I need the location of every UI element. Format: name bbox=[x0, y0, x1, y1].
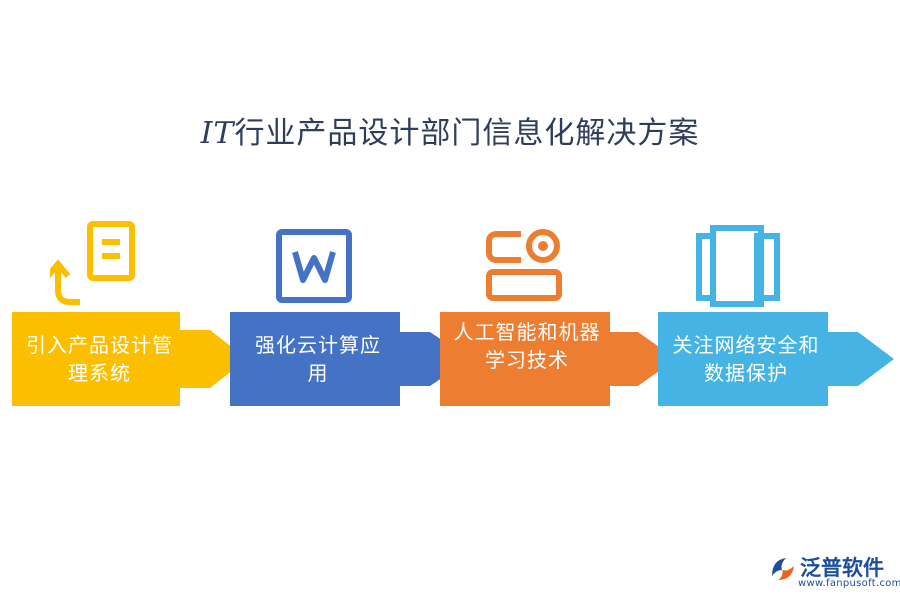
brand-url: www.fanpusoft.com bbox=[798, 578, 900, 589]
page-title: IT行业产品设计部门信息化解决方案 bbox=[0, 108, 900, 152]
step-4: 关注网络安全和数据保护 bbox=[658, 312, 894, 406]
step-2: 强化云计算应用 bbox=[230, 312, 470, 406]
step-4-arrow-shape bbox=[658, 312, 894, 406]
step-3-arrow-shape bbox=[440, 312, 676, 406]
step-3: 人工智能和机器学习技术 bbox=[440, 312, 676, 406]
layered-panels-icon bbox=[696, 225, 780, 307]
step-1-label: 引入产品设计管理系统 bbox=[26, 333, 173, 385]
document-return-icon bbox=[50, 221, 135, 305]
robot-id-icon bbox=[486, 229, 562, 301]
word-document-icon bbox=[276, 229, 352, 303]
title-rest: 行业产品设计部门信息化解决方案 bbox=[234, 116, 700, 151]
step-4-label: 关注网络安全和数据保护 bbox=[672, 333, 820, 385]
step-2-label: 强化云计算应用 bbox=[255, 333, 381, 385]
brand-name: 泛普软件 bbox=[800, 556, 884, 580]
brand-logo-icon bbox=[772, 558, 794, 580]
step-3-label: 人工智能和机器学习技术 bbox=[453, 320, 601, 372]
step-1: 引入产品设计管理系统 bbox=[12, 312, 247, 406]
step-1-arrow-shape bbox=[12, 312, 247, 406]
step-2-arrow-shape bbox=[230, 312, 470, 406]
title-lead: IT bbox=[200, 116, 235, 151]
